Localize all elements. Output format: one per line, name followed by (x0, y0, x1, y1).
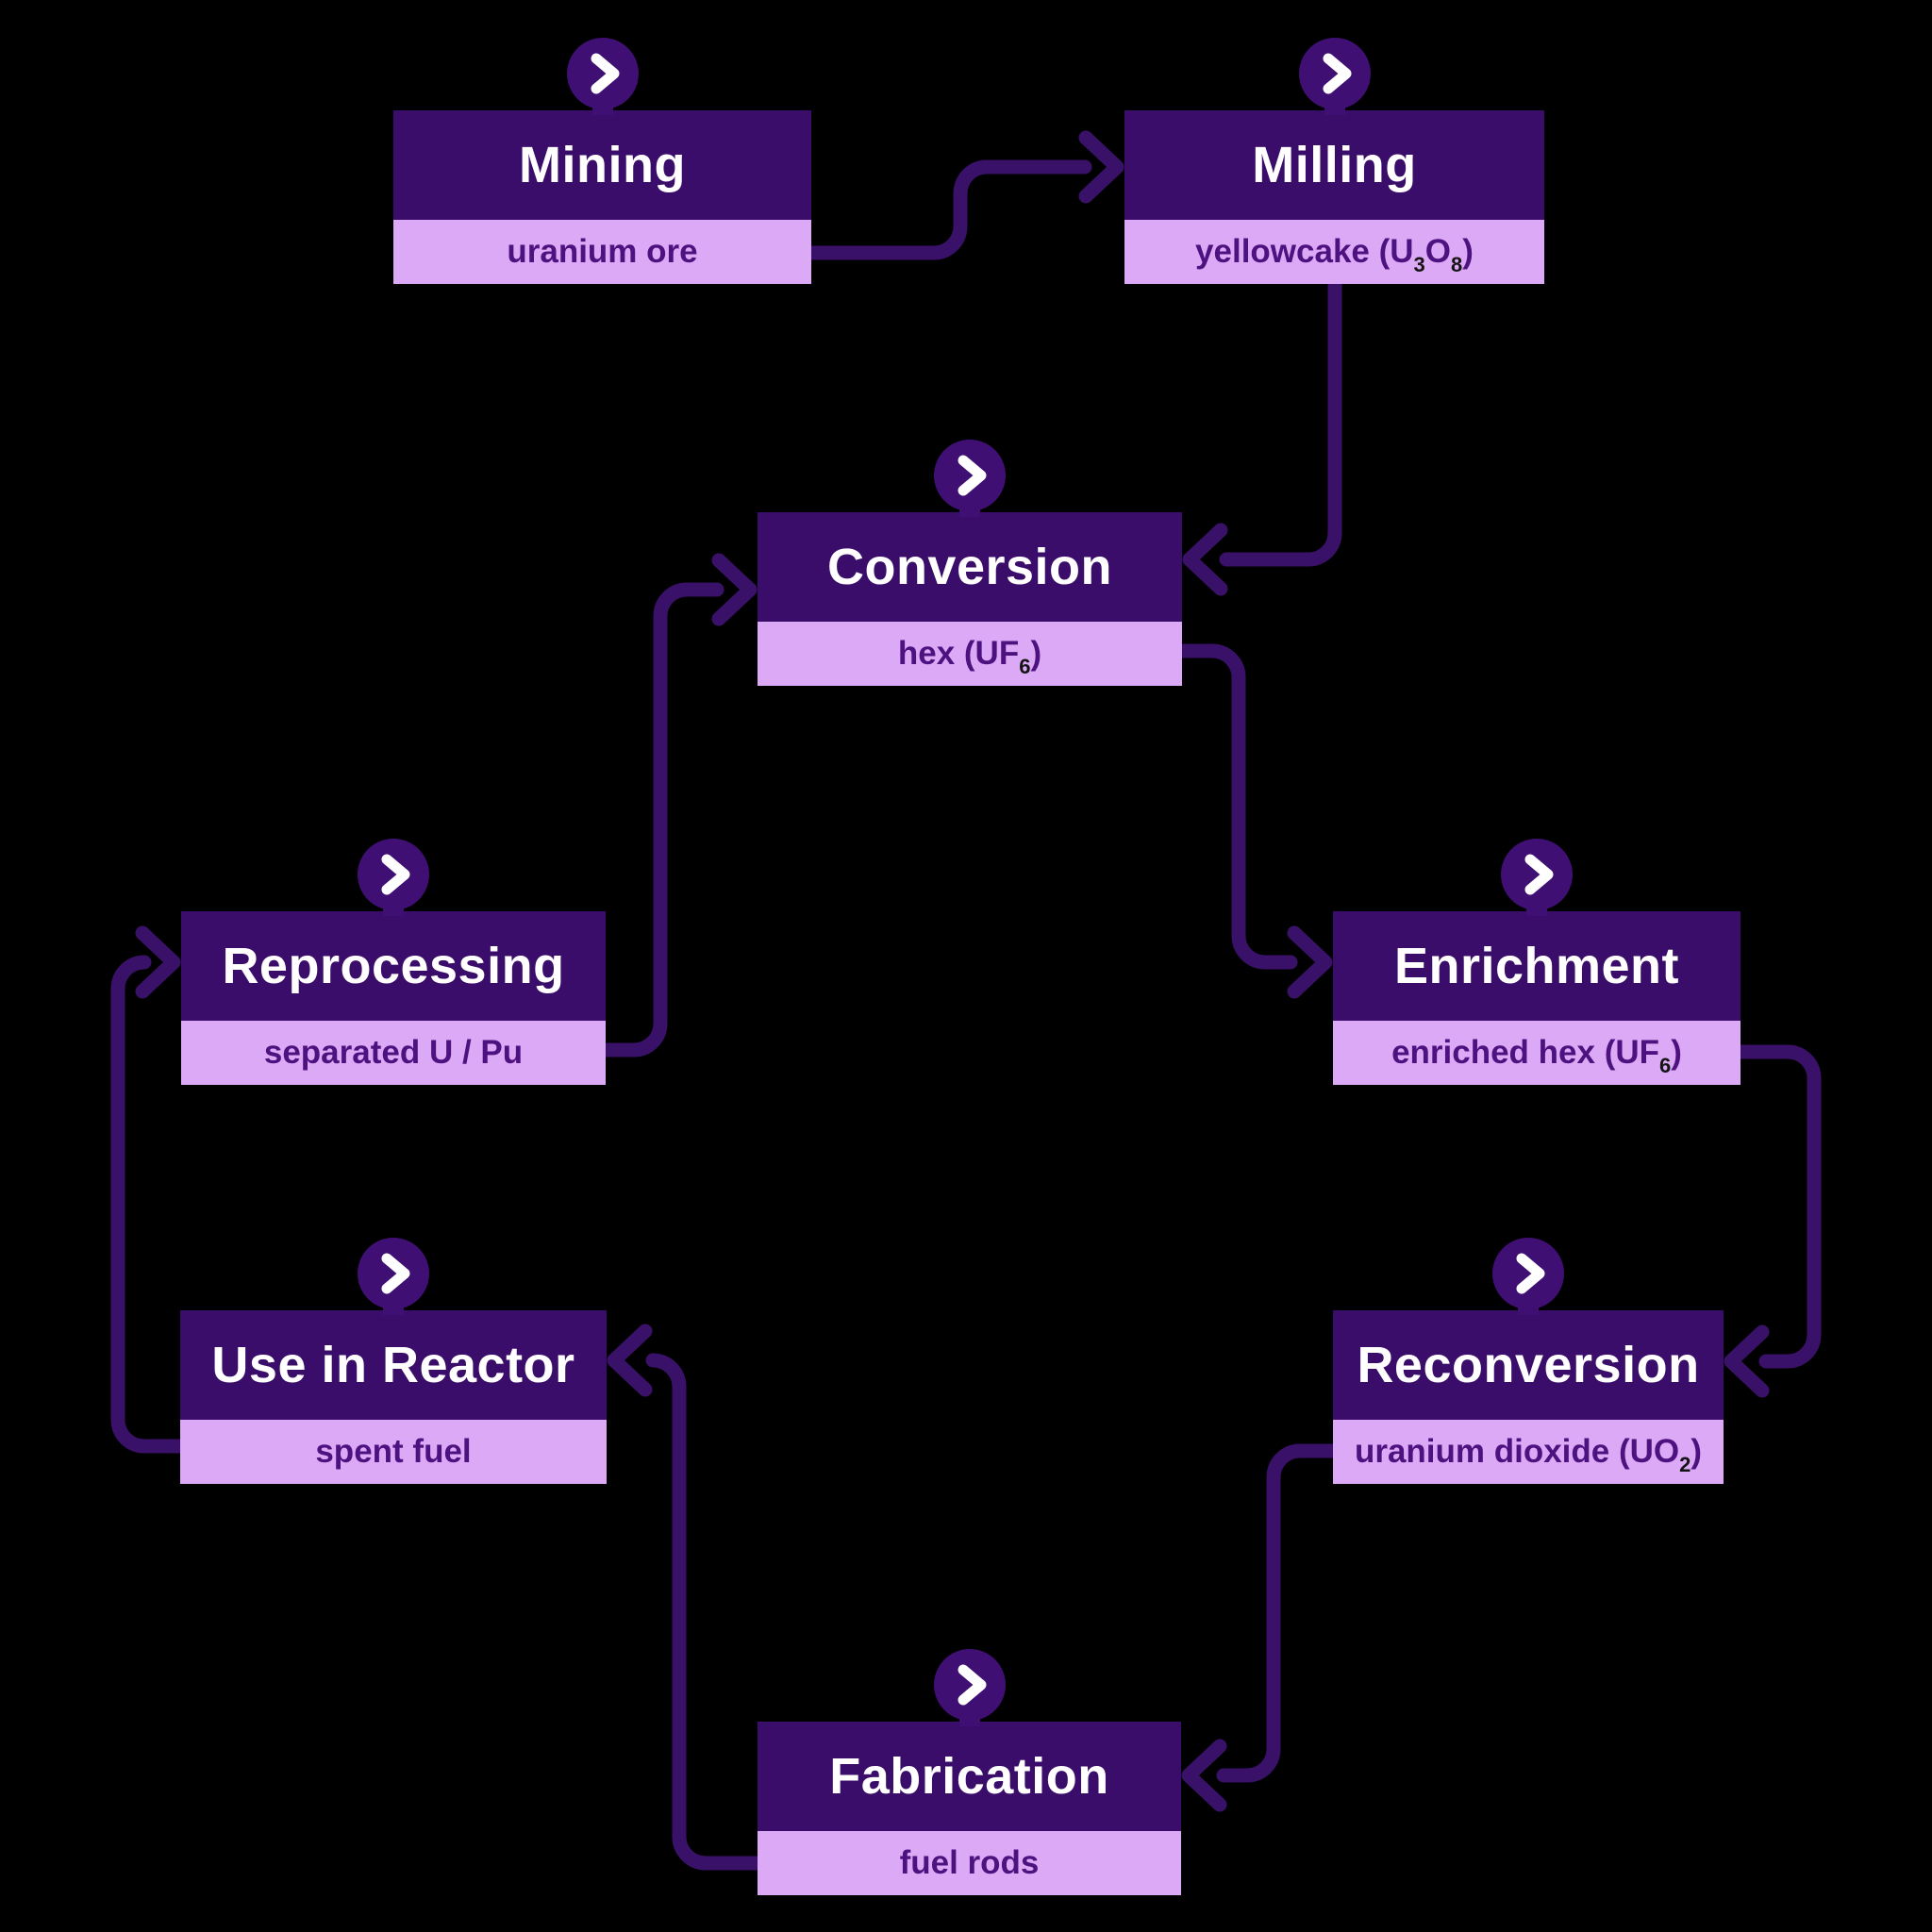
subtitle-subscript: 2 (1679, 1453, 1691, 1476)
node-subtitle: ) (1671, 1034, 1682, 1071)
chevron-right-icon (381, 854, 410, 895)
node-title: Reprocessing (222, 938, 565, 994)
node-title-bar: Conversion (758, 512, 1182, 622)
chevron-badge (1501, 839, 1573, 910)
node-title-bar: Milling (1124, 110, 1544, 220)
edge-enrichment-to-reconversion (1733, 1044, 1822, 1369)
node-subtitle-bar: uranium ore (393, 220, 811, 284)
edge-reconversion-to-fabrication-arrowhead (1181, 1739, 1227, 1812)
node-subtitle: uranium ore (507, 233, 698, 270)
node-title-bar: Use in Reactor (180, 1310, 607, 1420)
node-subtitle: ) (1462, 233, 1474, 270)
edge-fabrication-to-use-in-reactor-arrowhead (607, 1324, 653, 1397)
node-title: Reconversion (1357, 1337, 1700, 1393)
edge-use-in-reactor-to-reprocessing (110, 955, 188, 1454)
chevron-right-icon (1516, 1253, 1545, 1294)
node-fabrication: Fabrication fuel rods (758, 1649, 1181, 1895)
node-subtitle: spent fuel (315, 1433, 472, 1470)
node-subtitle: enriched hex (UF (1391, 1034, 1660, 1071)
node-subtitle: yellowcake (U (1195, 233, 1414, 270)
node-subtitle: uranium dioxide (UO (1354, 1433, 1680, 1470)
node-use-in-reactor: Use in Reactor spent fuel (180, 1238, 607, 1484)
chevron-right-icon (1524, 854, 1554, 895)
edge-mining-to-milling-arrowhead (1078, 130, 1124, 204)
node-title: Mining (519, 137, 686, 193)
edge-conversion-to-enrichment (1174, 643, 1298, 970)
node-subtitle: ) (1690, 1433, 1703, 1470)
node-reprocessing: Reprocessing separated U / Pu (181, 839, 606, 1085)
node-title: Milling (1252, 137, 1417, 193)
subtitle-subscript: 6 (1019, 655, 1031, 678)
node-title: Enrichment (1393, 938, 1680, 994)
chevron-badge (1492, 1238, 1564, 1309)
node-subtitle-bar: spent fuel (180, 1420, 607, 1484)
edge-reprocessing-to-conversion (598, 582, 724, 1058)
node-title-bar: Reconversion (1333, 1310, 1724, 1420)
subtitle-subscript: 3 (1413, 253, 1425, 276)
node-mining: Mining uranium ore (393, 38, 811, 284)
chevron-right-icon (591, 53, 619, 94)
chevron-right-icon (958, 455, 987, 496)
chevron-badge (358, 1238, 429, 1309)
edge-enrichment-to-reconversion-arrowhead (1724, 1324, 1770, 1398)
chevron-right-icon (381, 1253, 410, 1294)
node-subtitle-bar: separated U / Pu (181, 1021, 606, 1085)
node-title-bar: Mining (393, 110, 811, 220)
node-title-bar: Fabrication (758, 1722, 1181, 1831)
edge-milling-to-conversion (1219, 277, 1342, 567)
node-subtitle: hex (UF (897, 635, 1020, 672)
chevron-badge (934, 440, 1006, 511)
chevron-badge (566, 38, 639, 109)
edge-fabrication-to-use-in-reactor (645, 1353, 765, 1871)
edge-milling-to-conversion-arrowhead (1182, 523, 1228, 596)
node-subtitle: separated U / Pu (263, 1034, 524, 1071)
edge-conversion-to-enrichment-arrowhead (1287, 925, 1333, 999)
subtitle-subscript: 8 (1451, 253, 1463, 276)
node-title: Use in Reactor (211, 1337, 575, 1393)
node-title: Conversion (826, 539, 1113, 595)
edge-mining-to-milling (804, 159, 1092, 260)
chevron-badge (358, 839, 429, 910)
edge-use-in-reactor-to-reprocessing-arrowhead (135, 925, 181, 999)
chevron-right-icon (1323, 53, 1351, 94)
chevron-right-icon (958, 1664, 986, 1706)
chevron-badge (1298, 38, 1371, 109)
subtitle-subscript: 6 (1659, 1054, 1672, 1077)
node-title-bar: Reprocessing (181, 911, 606, 1021)
node-subtitle: O (1424, 233, 1452, 270)
chevron-badge (933, 1649, 1006, 1721)
node-subtitle: fuel rods (899, 1844, 1040, 1881)
node-subtitle-bar: fuel rods (758, 1831, 1181, 1895)
edge-reprocessing-to-conversion-arrowhead (711, 553, 758, 626)
edge-reconversion-to-fabrication (1216, 1443, 1341, 1783)
node-title-bar: Enrichment (1333, 911, 1740, 1021)
node-title: Fabrication (829, 1748, 1109, 1805)
node-subtitle: ) (1030, 635, 1042, 672)
